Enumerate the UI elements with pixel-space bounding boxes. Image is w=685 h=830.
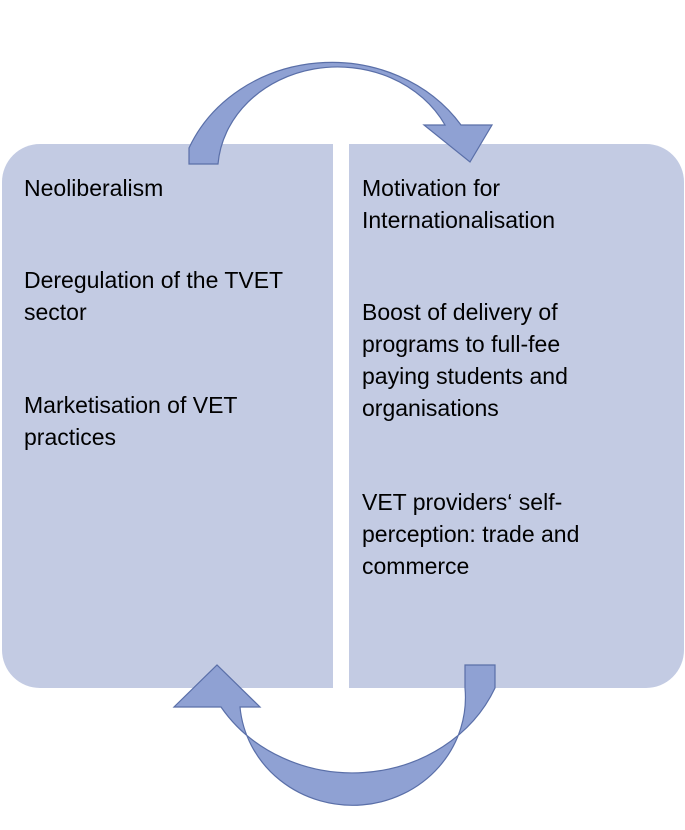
bottom-curved-arrow — [172, 664, 496, 806]
left-item-deregulation: Deregulation of the TVET sector — [24, 267, 283, 325]
left-item-neoliberalism: Neoliberalism — [24, 175, 164, 201]
left-item-marketisation: Marketisation of VET practices — [24, 392, 238, 450]
right-item-self-perception: VET providers‘ self-perception: trade an… — [362, 489, 580, 579]
right-item-boost-of-delivery: Boost of delivery of programs to full-fe… — [362, 299, 568, 421]
right-panel — [349, 144, 684, 688]
left-panel — [2, 144, 333, 688]
right-item-motivation: Motivation for Internationalisation — [362, 175, 556, 233]
top-curved-arrow — [188, 61, 494, 165]
